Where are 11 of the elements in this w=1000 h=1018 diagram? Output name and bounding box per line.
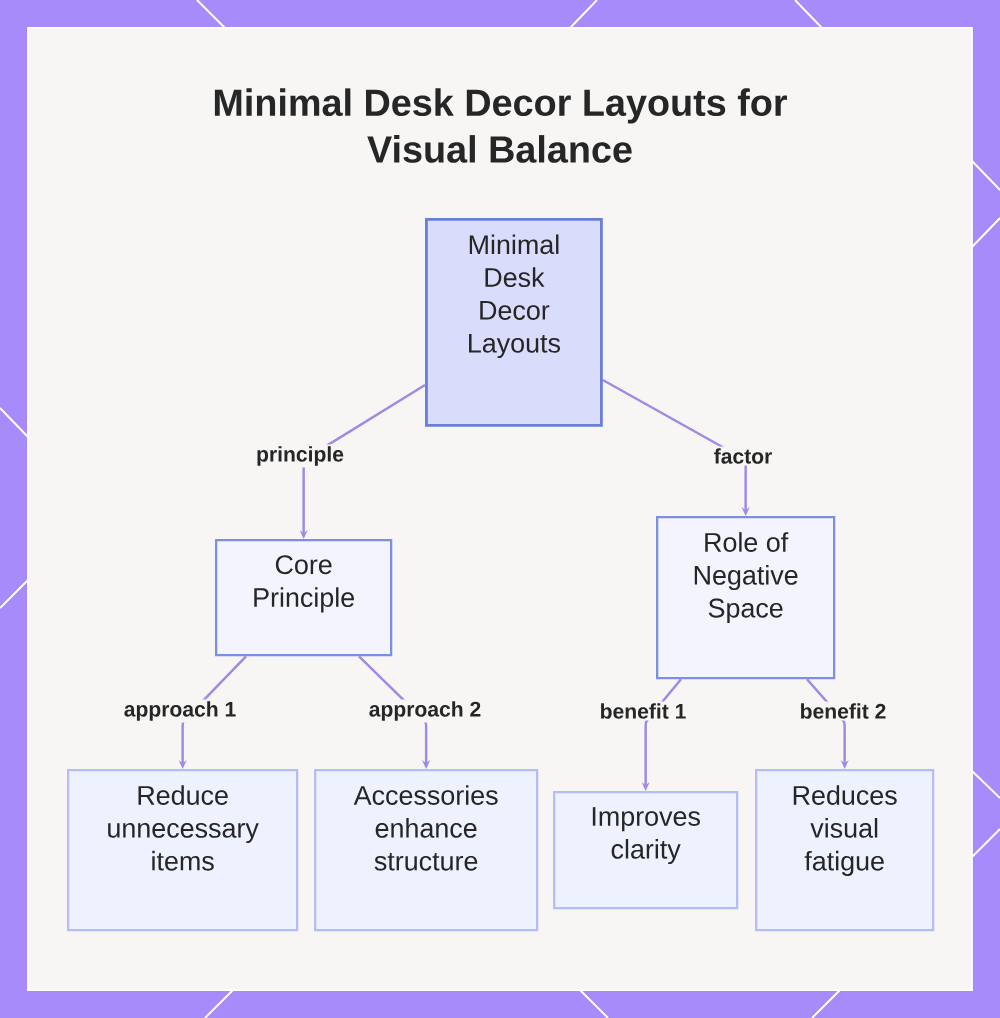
root-box: Minimal Desk Decor Layouts: [425, 218, 603, 427]
edge-label: approach 2: [367, 699, 483, 723]
concept-box: Reduce unnecessary items: [67, 769, 299, 932]
concept-box: Improves clarity: [553, 791, 739, 910]
edge-label: principle: [254, 444, 346, 468]
edge-label: approach 1: [122, 699, 238, 723]
concept-box: Role of Negative Space: [656, 516, 836, 680]
concept-box: Accessories enhance structure: [314, 769, 539, 932]
concept-box: Reduces visual fatigue: [755, 769, 935, 932]
title: Minimal Desk Decor Layouts for Visual Balance: [214, 88, 788, 163]
concept-box: Core Principle: [215, 539, 393, 657]
